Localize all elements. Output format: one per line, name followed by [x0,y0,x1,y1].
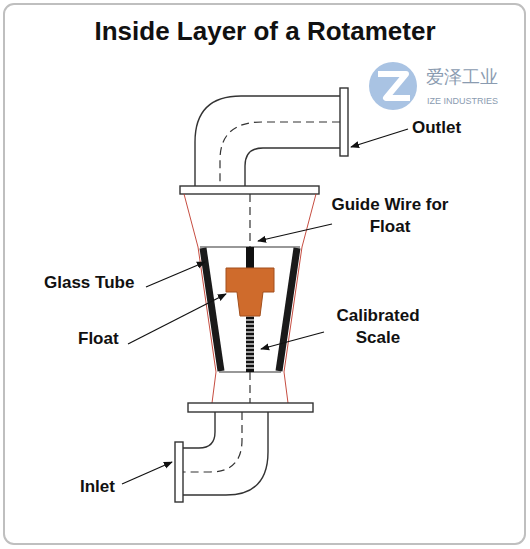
watermark: 爱泽工业 [426,66,522,89]
scale-tick [246,359,254,360]
scale-tick [246,327,254,328]
scale-tick [246,339,254,340]
scale-tick [246,351,254,352]
scale-tick [246,367,254,368]
scale-tick [246,343,254,344]
part-label: Float [78,328,138,350]
center-line [183,122,340,472]
scale-tick [246,331,254,332]
part-label: Inlet [80,476,140,498]
tube-outline [184,194,316,403]
inlet-pipe [175,412,268,502]
part-label: Calibrated Scale [318,305,438,349]
outlet-pipe [195,88,348,186]
part-label: Glass Tube [44,272,154,294]
scale-tick [246,319,254,320]
part-label: Outlet [412,117,492,139]
glass-tube [200,247,300,372]
part-label: Guide Wire for Float [328,194,452,238]
bottom-flange [188,403,313,412]
scale-tick [246,347,254,348]
scale-tick [246,363,254,364]
top-flange [180,186,319,194]
title: Inside Layer of a Rotameter [0,16,530,47]
float [226,268,274,316]
scale-tick [246,335,254,336]
watermark-logo [369,62,417,110]
watermark: IZE INDUSTRIES [427,96,523,108]
frame [4,4,525,544]
scale-tick [246,323,254,324]
scale-tick [246,355,254,356]
